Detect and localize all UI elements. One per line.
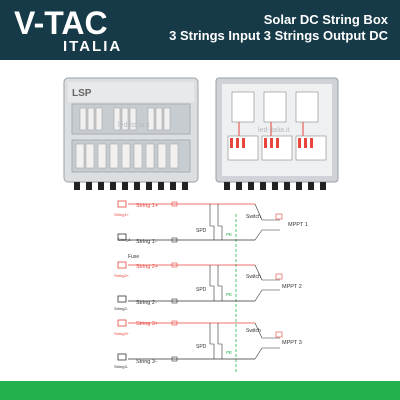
string-icon-label: String3- — [114, 364, 129, 369]
string-row-3: String3+ String 3+ String3- String 3- SP… — [114, 319, 302, 369]
open-box-image: led-italia.it — [215, 77, 339, 190]
mppt-label: MPPT 3 — [282, 340, 302, 346]
page-title: Solar DC String Box 3 Strings Input 3 St… — [169, 12, 388, 44]
watermark-text: led-italia.it — [118, 122, 150, 129]
string-row-2: Fuse String2+ String 2+ String2- String … — [114, 254, 302, 311]
product-brand-label: LSP — [72, 88, 92, 99]
string-row-1: String1+ String 1+ String1- String 1- SP… — [114, 200, 308, 245]
header-bar: V-TAC ITALIA Solar DC String Box 3 Strin… — [0, 0, 400, 60]
switch-label: Switch — [246, 274, 261, 280]
switch-label: Switch — [246, 214, 261, 220]
string-pos-label: String 1+ — [136, 203, 158, 209]
pe-label: PE — [226, 292, 232, 297]
spd-label: SPD — [196, 344, 207, 350]
pv-panel-icon — [117, 353, 127, 361]
pe-label: PE — [226, 350, 232, 355]
mppt-label: MPPT 2 — [282, 284, 302, 290]
svg-text:led-italia.it: led-italia.it — [258, 127, 290, 134]
wiring-diagram: String1+ String 1+ String1- String 1- SP… — [114, 200, 308, 372]
pv-panel-icon — [117, 295, 127, 303]
pv-panel-icon — [117, 261, 127, 269]
closed-box-image: LSP led-italia.it — [63, 77, 199, 190]
string-neg-label: String 2- — [136, 300, 157, 306]
string-icon-label: String1+ — [114, 212, 130, 217]
brand-sub: ITALIA — [63, 38, 123, 55]
title-line-2: 3 Strings Input 3 Strings Output DC — [169, 28, 388, 43]
string-pos-label: String 2+ — [136, 264, 158, 270]
pv-panel-icon — [117, 233, 127, 241]
string-neg-label: String 1- — [136, 239, 157, 245]
pe-label: PE — [226, 232, 232, 237]
pv-panel-icon — [117, 200, 127, 208]
string-icon-label: String1- — [118, 237, 133, 242]
string-icon-label: String2+ — [114, 273, 130, 278]
brand-logo: V-TAC — [14, 5, 108, 41]
switch-label: Switch — [246, 328, 261, 334]
mppt-label: MPPT 1 — [288, 222, 308, 228]
string-icon-label: String2- — [114, 306, 129, 311]
spd-label: SPD — [196, 228, 207, 234]
spd-label: SPD — [196, 287, 207, 293]
string-neg-label: String 3- — [136, 359, 157, 365]
fuse-label: Fuse — [128, 254, 139, 260]
string-pos-label: String 3+ — [136, 321, 158, 327]
footer-bar — [0, 381, 400, 400]
pv-panel-icon — [117, 319, 127, 327]
title-line-1: Solar DC String Box — [263, 12, 388, 27]
string-icon-label: String3+ — [114, 331, 130, 336]
